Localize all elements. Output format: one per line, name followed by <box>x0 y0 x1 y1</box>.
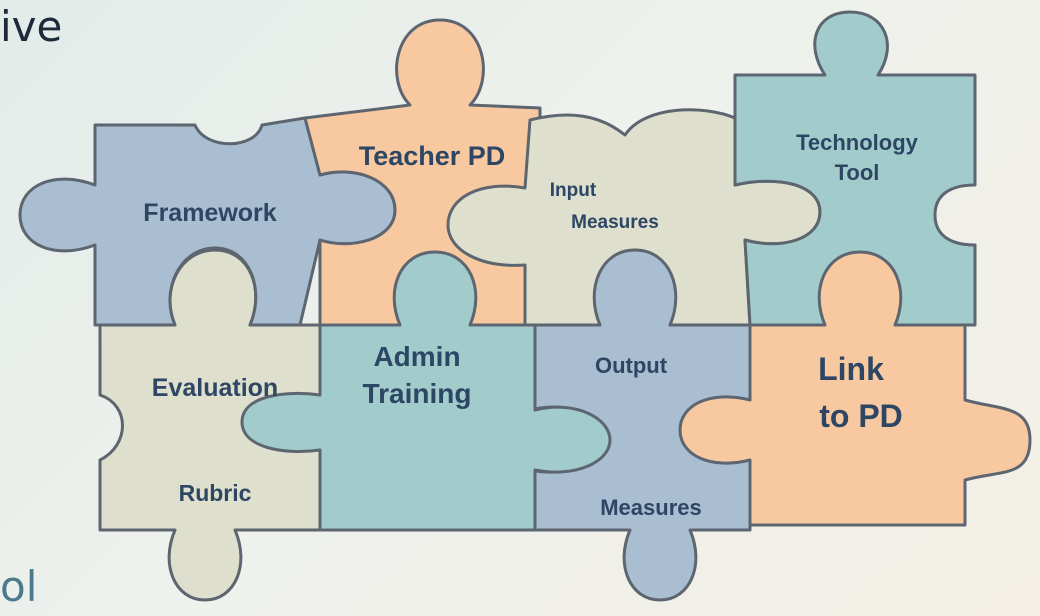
label-evaluation: Evaluation <box>152 374 278 402</box>
label-input: Input <box>550 180 597 201</box>
label-output-measures: Measures <box>600 495 702 520</box>
label-link: Link <box>818 351 884 387</box>
puzzle-piece-link-to-pd <box>678 250 1032 527</box>
label-technology: Technology <box>796 130 919 155</box>
label-tool: Tool <box>835 160 880 185</box>
puzzle-piece-evaluation-rubric <box>98 248 322 602</box>
puzzle-piece-admin-training <box>240 250 612 532</box>
label-to-pd: to PD <box>819 398 903 434</box>
title-fragment-bottom: ol <box>0 562 38 611</box>
label-teacher-pd: Teacher PD <box>359 141 506 171</box>
label-output: Output <box>595 353 668 378</box>
label-input-measures: Measures <box>571 212 659 233</box>
label-rubric: Rubric <box>179 480 252 506</box>
label-training: Training <box>363 378 472 409</box>
puzzle-piece-technology-tool <box>733 10 977 327</box>
label-framework: Framework <box>143 199 276 227</box>
label-admin: Admin <box>373 341 460 372</box>
title-fragment-top: ive <box>0 2 63 51</box>
